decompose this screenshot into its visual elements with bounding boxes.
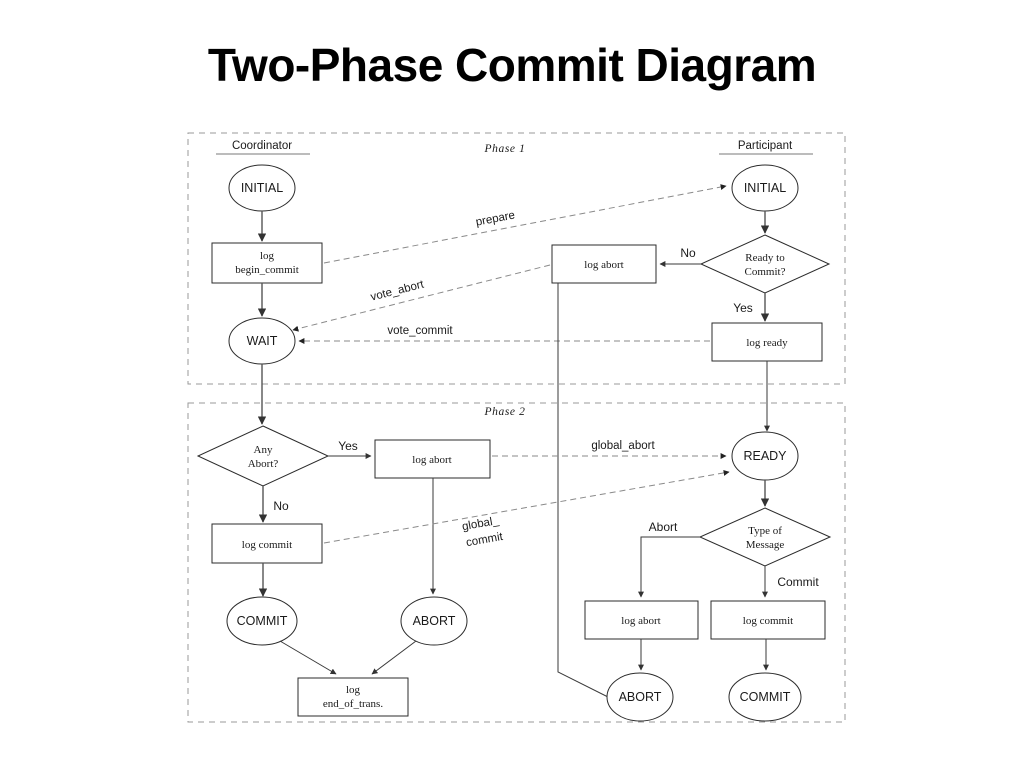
page-title: Two-Phase Commit Diagram [207,39,817,91]
node-participant-type-of-message-label-line2: Message [746,539,785,551]
edge-label-vote-commit: vote_commit [387,325,453,337]
edge-abort-to-logend [371,640,417,675]
edge-message-prepare [323,184,727,264]
node-coordinator-any-abort-label-line2: Abort? [248,458,279,470]
node-coordinator-log-abort[interactable] [374,439,491,479]
node-coordinator-log-commit[interactable] [211,523,323,564]
edge-message-global-commit [323,469,730,544]
lane-label-coordinator: Coordinator [232,140,292,152]
node-coordinator-log-begin-commit-label-line2: begin_commit [235,264,299,276]
node-participant-commit-label: COMMIT [740,690,791,704]
node-participant-log-ready[interactable] [711,322,823,362]
phase2-container [187,402,846,723]
node-coordinator-wait-label: WAIT [247,334,278,348]
edge-label-prepare: prepare [475,209,516,228]
edge-message-vote-abort [292,264,551,332]
node-participant-log-ready-label: log ready [746,337,788,349]
edge-label-yes-participant: Yes [733,301,753,315]
node-coordinator-abort[interactable] [400,596,468,646]
phase1-container [187,132,846,385]
edge-logabort1-to-participant-abort [557,283,615,701]
phase-label-1: Phase 1 [484,143,526,155]
node-participant-ready-to-commit-label-line1: Ready to [745,252,785,264]
edge-label-global-commit-line2: commit [465,531,504,549]
edge-typeof-abort-to-logabort [638,536,700,598]
node-participant-log-commit[interactable] [710,600,826,640]
node-coordinator-any-abort-label-line1: Any [254,444,273,456]
edge-label-no-coordinator: No [273,499,289,513]
node-coordinator-log-commit-label: log commit [242,539,292,551]
edge-commit-to-logend [279,640,337,675]
node-coordinator-initial-label: INITIAL [241,181,283,195]
node-participant-ready-label: READY [743,449,787,463]
node-coordinator-any-abort[interactable] [196,425,330,487]
node-coordinator-commit-label: COMMIT [237,614,288,628]
node-participant-log-commit-label: log commit [743,615,793,627]
node-participant-type-of-message-label-line1: Type of [748,525,782,537]
node-coordinator-log-begin-commit[interactable] [211,242,323,284]
edge-label-global-abort: global_abort [591,440,655,452]
node-participant-type-of-message[interactable] [698,507,832,567]
edge-label-yes-coordinator: Yes [338,439,358,453]
edge-label-commit-branch: Commit [777,575,819,589]
node-coordinator-log-abort-label: log abort [412,454,451,466]
edge-label-abort-branch: Abort [649,520,678,534]
node-coordinator-log-begin-commit-label-line1: log [260,250,275,262]
node-participant-log-abort-phase2[interactable] [584,600,699,640]
node-coordinator-log-end-of-trans-label-line1: log [346,684,361,696]
node-participant-ready-to-commit-label-line2: Commit? [745,266,786,278]
node-participant-log-abort-phase1[interactable] [551,244,657,284]
node-participant-initial-label: INITIAL [744,181,786,195]
node-participant-ready-to-commit[interactable] [699,234,831,294]
lane-label-participant: Participant [738,140,793,152]
node-participant-commit[interactable] [728,672,802,722]
node-participant-log-abort-phase1-label: log abort [584,259,623,271]
node-coordinator-commit[interactable] [226,596,298,646]
node-participant-abort[interactable] [606,672,674,722]
edge-label-no-participant: No [680,246,696,260]
node-coordinator-abort-label: ABORT [413,614,456,628]
edge-label-vote-abort: vote_abort [369,278,425,303]
node-participant-log-abort-phase2-label: log abort [621,615,660,627]
node-participant-abort-label: ABORT [619,690,662,704]
node-coordinator-log-end-of-trans-label-line2: end_of_trans. [323,698,383,710]
node-coordinator-log-end-of-trans[interactable] [297,677,409,717]
phase-label-2: Phase 2 [484,406,526,418]
